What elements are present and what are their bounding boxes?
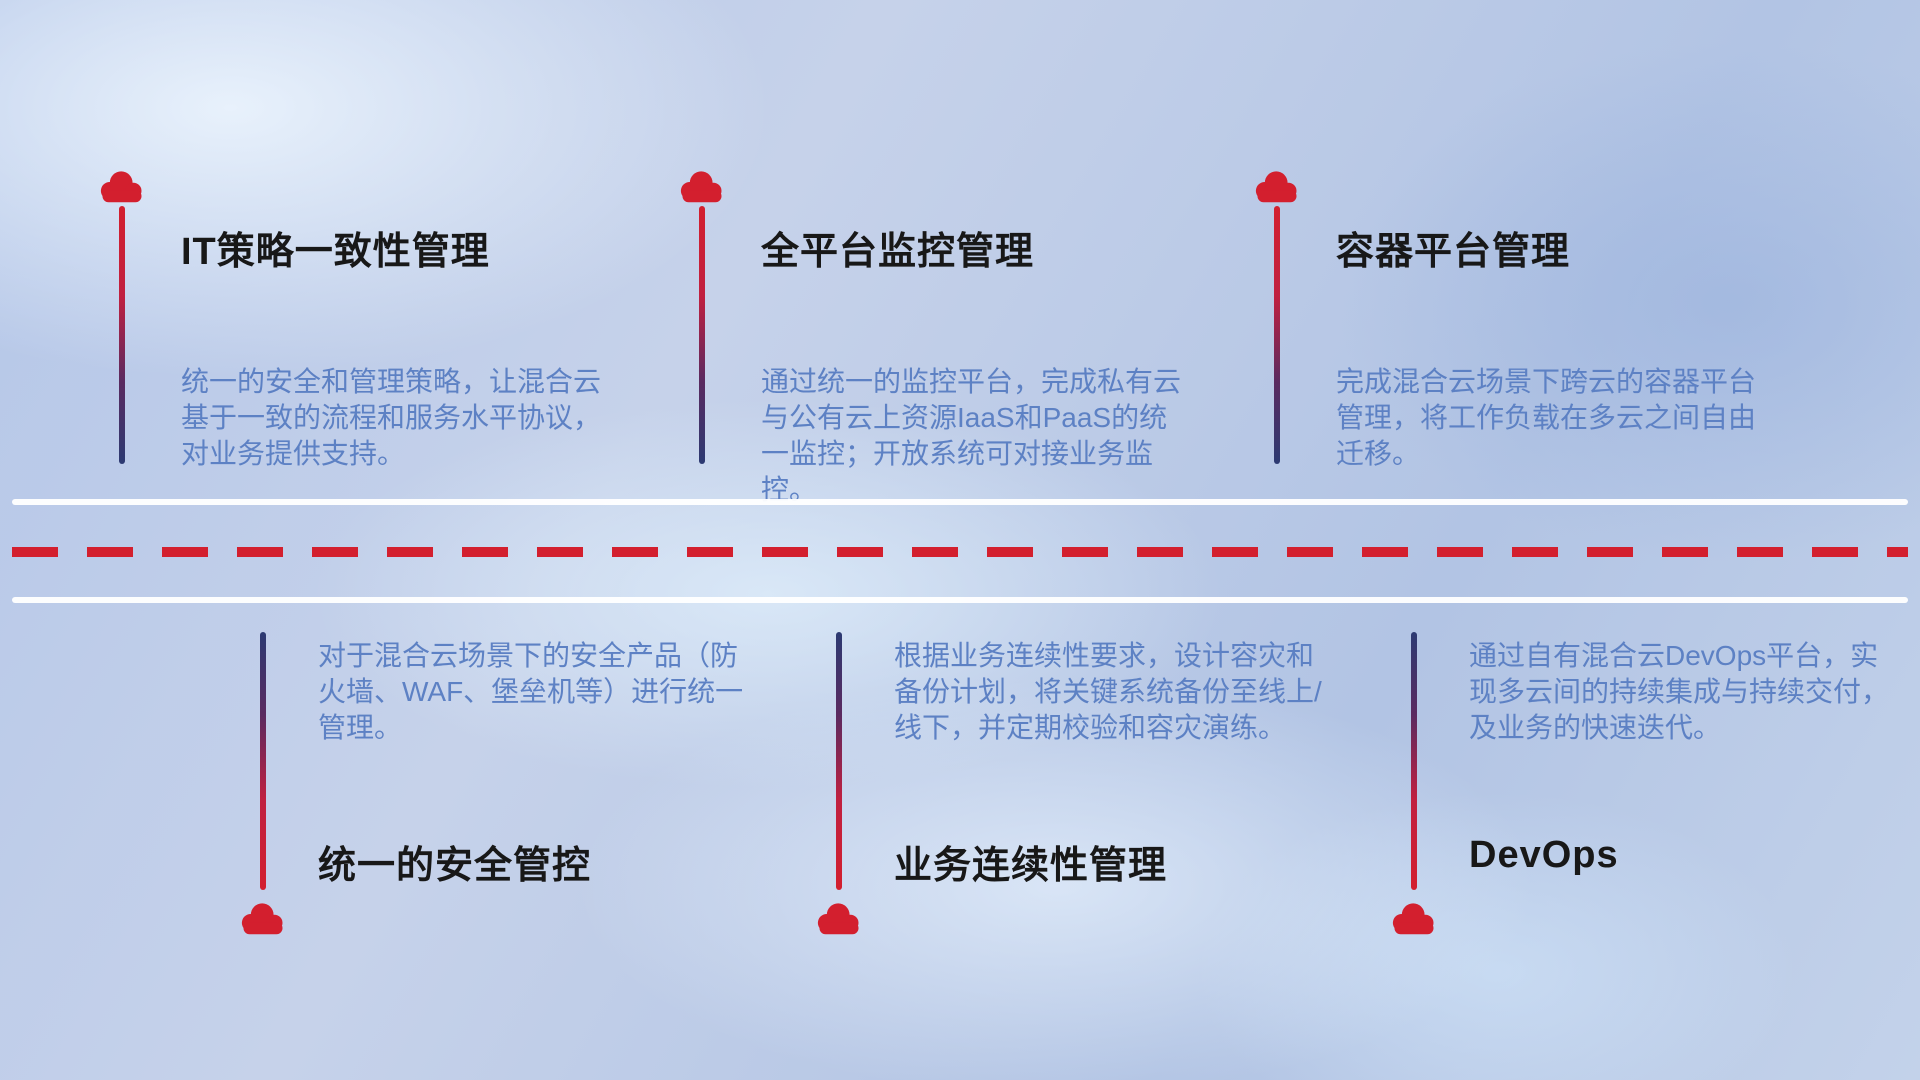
solid-divider-line-top [12, 499, 1908, 505]
cloud-icon [1392, 903, 1434, 935]
connector-line [119, 206, 125, 464]
cloud-icon [100, 171, 142, 203]
capability-title: DevOps [1469, 834, 1619, 876]
capability-description: 统一的安全和管理策略，让混合云基于一致的流程和服务水平协议，对业务提供支持。 [181, 366, 602, 469]
capability-title: IT策略一致性管理 [181, 231, 490, 273]
capability-description: 通过统一的监控平台，完成私有云与公有云上资源IaaS和PaaS的统一监控；开放系… [761, 366, 1182, 505]
connector-line [1274, 206, 1280, 464]
capability-description: 根据业务连续性要求，设计容灾和备份计划，将关键系统备份至线上/线下，并定期校验和… [894, 640, 1322, 743]
capability-title: 容器平台管理 [1336, 231, 1571, 273]
connector-line [836, 632, 842, 890]
capability-title: 全平台监控管理 [761, 231, 1035, 273]
capability-title: 统一的安全管控 [318, 845, 592, 887]
dashed-divider-line [12, 547, 1908, 557]
solid-divider-line-bottom [12, 597, 1908, 603]
cloud-icon [1255, 171, 1297, 203]
capability-description: 对于混合云场景下的安全产品（防火墙、WAF、堡垒机等）进行统一管理。 [318, 640, 744, 743]
connector-line [699, 206, 705, 464]
cloud-icon [680, 171, 722, 203]
cloud-icon [817, 903, 859, 935]
capability-title: 业务连续性管理 [894, 845, 1168, 887]
connector-line [260, 632, 266, 890]
capability-description: 完成混合云场景下跨云的容器平台管理，将工作负载在多云之间自由迁移。 [1336, 366, 1757, 469]
cloud-icon [241, 903, 283, 935]
connector-line [1411, 632, 1417, 890]
capability-description: 通过自有混合云DevOps平台，实现多云间的持续集成与持续交付，及业务的快速迭代… [1469, 640, 1890, 743]
